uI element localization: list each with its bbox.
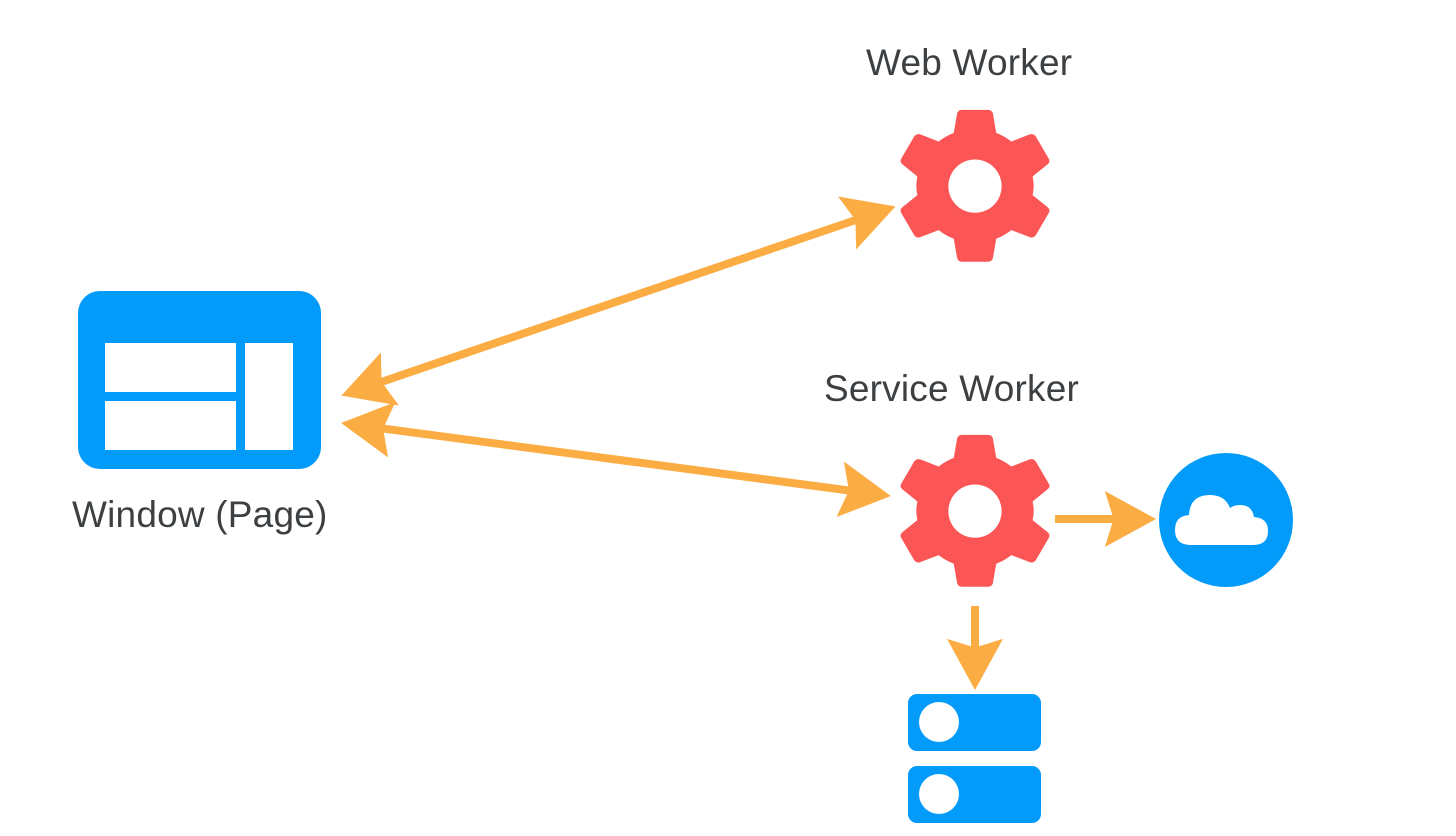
connector-window-to-service-worker (341, 401, 891, 518)
connector-window-to-web-worker (341, 196, 896, 406)
window-panel-right (245, 343, 293, 450)
network-cloud-icon[interactable] (1159, 453, 1293, 587)
cloud-shape (1175, 495, 1268, 545)
storage-indicator-lower (919, 774, 959, 814)
service-worker-gear-icon[interactable] (900, 434, 1050, 587)
cache-storage-icon[interactable] (908, 694, 1041, 823)
window-panel-bottom-left (105, 401, 236, 450)
web-worker-label: Web Worker (866, 42, 1073, 83)
connections-layer (341, 196, 1156, 690)
web-worker-gear-icon[interactable] (900, 109, 1050, 262)
browser-window-icon[interactable] (78, 291, 321, 469)
service-worker-label: Service Worker (824, 368, 1080, 409)
window-panel-top-left (105, 343, 236, 392)
window-page-label: Window (Page) (72, 494, 328, 535)
storage-indicator-upper (919, 702, 959, 742)
